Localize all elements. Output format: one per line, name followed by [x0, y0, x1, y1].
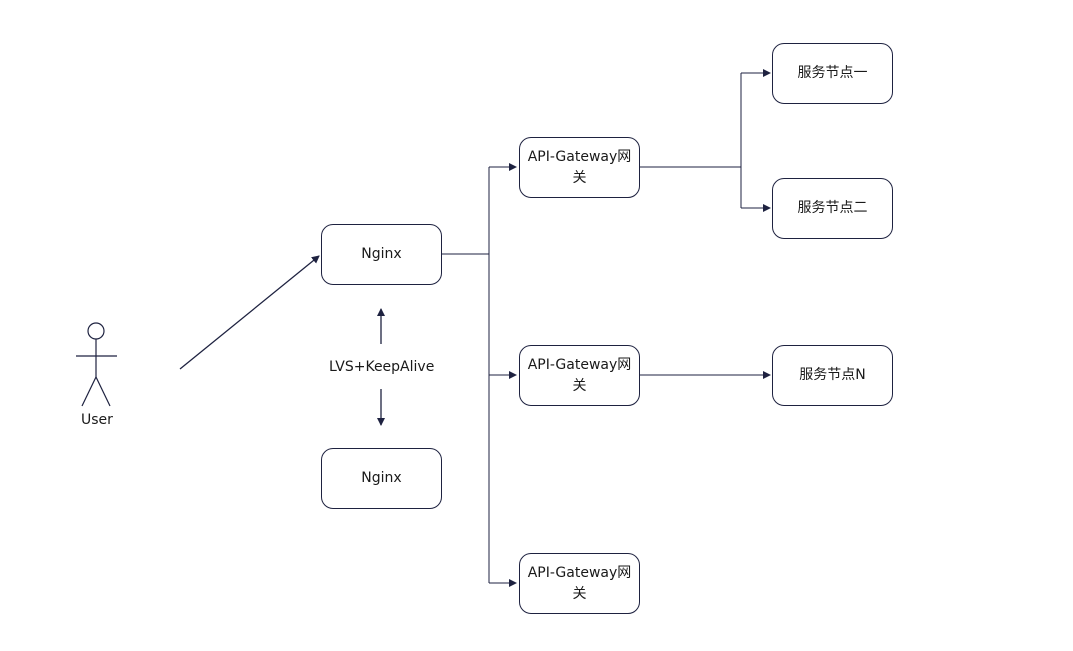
service-node-n[interactable]: 服务节点N	[772, 345, 893, 406]
user-label: User	[81, 412, 113, 428]
nginx-backup-node[interactable]: Nginx	[321, 448, 442, 509]
nginx-primary-node[interactable]: Nginx	[321, 224, 442, 285]
user-actor-icon	[76, 322, 117, 407]
service-node-1[interactable]: 服务节点一	[772, 43, 893, 104]
user-to-nginx-arrow	[179, 255, 320, 370]
api-gateway-node-2[interactable]: API-Gateway网关	[519, 345, 640, 406]
failover-label: LVS+KeepAlive	[329, 359, 435, 375]
nginx-to-gateways-connector	[442, 163, 517, 587]
api-gateway-node-3[interactable]: API-Gateway网关	[519, 553, 640, 614]
api-gateway-node-1[interactable]: API-Gateway网关	[519, 137, 640, 198]
gateway-to-services-connector	[640, 69, 771, 212]
service-node-2[interactable]: 服务节点二	[772, 178, 893, 239]
